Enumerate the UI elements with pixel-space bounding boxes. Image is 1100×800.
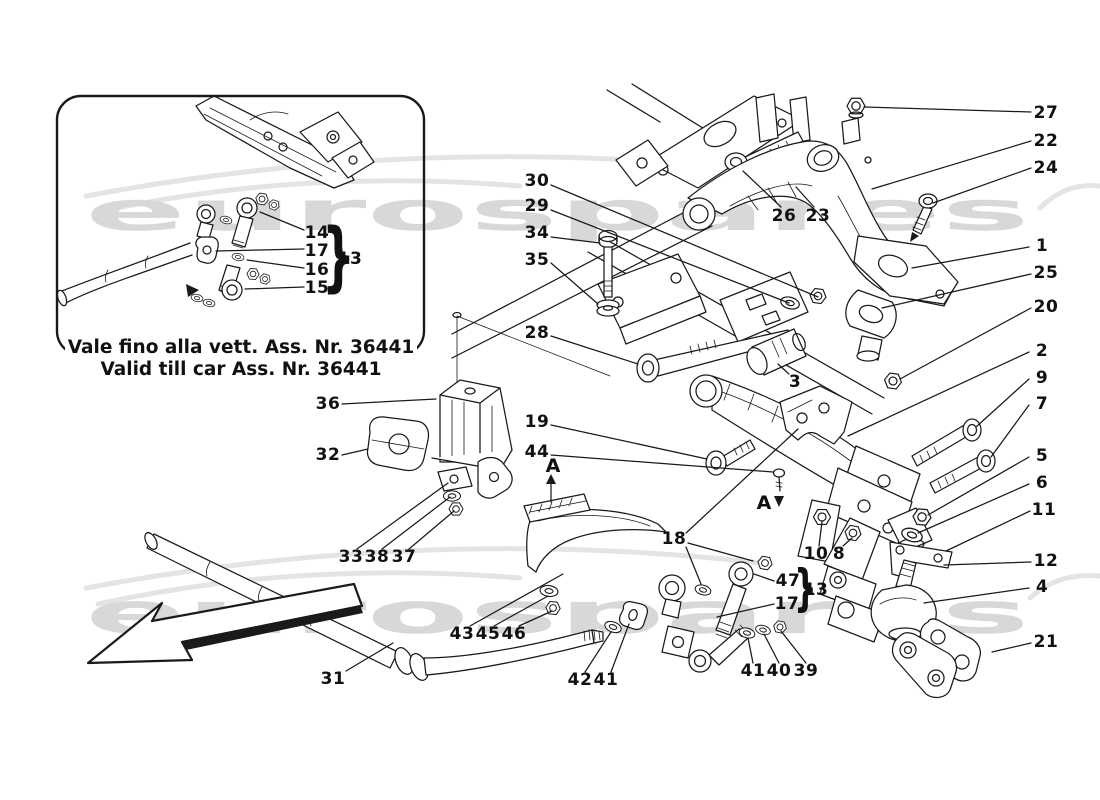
bushing-41a xyxy=(618,601,649,631)
callout-2: 2 xyxy=(1035,341,1049,361)
callout-29: 29 xyxy=(524,196,550,216)
bolt-9 xyxy=(911,418,982,467)
direction-arrow xyxy=(86,582,364,665)
callout-13b: 13 xyxy=(803,580,829,600)
clamp-block-36 xyxy=(431,311,611,471)
section-marker-a2: A xyxy=(756,492,772,514)
callout-26: 26 xyxy=(771,206,797,226)
callout-23: 23 xyxy=(805,206,831,226)
chassis-frame xyxy=(451,83,885,415)
callout-7: 7 xyxy=(1035,394,1049,414)
bolt-34-washer-35 xyxy=(596,229,620,317)
callout-47: 47 xyxy=(775,571,801,591)
inset-caption-line2: Valid till car Ass. Nr. 36441 xyxy=(57,359,425,380)
bracket-11-12 xyxy=(889,541,953,579)
callout-12: 12 xyxy=(1033,551,1059,571)
nut-27 xyxy=(846,97,866,119)
callout-11: 11 xyxy=(1031,500,1057,520)
nut-20 xyxy=(882,371,904,391)
callout-5: 5 xyxy=(1035,446,1049,466)
callout-44: 44 xyxy=(524,442,550,462)
callout-17b: 17 xyxy=(774,594,800,614)
callout-3: 3 xyxy=(788,372,802,392)
callout-17: 17 xyxy=(304,241,330,261)
callout-25: 25 xyxy=(1033,263,1059,283)
callout-36: 36 xyxy=(315,394,341,414)
bushing-3 xyxy=(746,328,807,376)
callout-13: 13 xyxy=(337,249,363,269)
section-marker-a1: A xyxy=(545,455,561,477)
callout-43: 43 xyxy=(449,624,475,644)
callout-16: 16 xyxy=(304,260,330,280)
callout-35: 35 xyxy=(524,250,550,270)
callout-31: 31 xyxy=(320,669,346,689)
callout-14: 14 xyxy=(304,223,330,243)
leader-lines xyxy=(215,106,1032,673)
ball-joint-25 xyxy=(845,289,897,362)
callout-41a: 41 xyxy=(593,670,619,690)
clamp-bracket-33-38-37 xyxy=(437,456,513,516)
stabilizer-links xyxy=(658,555,788,673)
callout-9: 9 xyxy=(1035,368,1049,388)
section-a-rail xyxy=(523,474,591,523)
callout-20: 20 xyxy=(1033,297,1059,317)
callout-41b: 41 xyxy=(740,661,766,681)
callout-4: 4 xyxy=(1035,577,1049,597)
callout-28: 28 xyxy=(524,323,550,343)
callout-24: 24 xyxy=(1033,158,1059,178)
inset-sketch xyxy=(56,95,375,309)
callout-1: 1 xyxy=(1035,236,1049,256)
callout-10: 10 xyxy=(803,544,829,564)
bolt-7 xyxy=(929,449,996,494)
callout-8: 8 xyxy=(832,544,846,564)
callout-32: 32 xyxy=(315,445,341,465)
callout-6: 6 xyxy=(1035,473,1049,493)
callout-18: 18 xyxy=(661,529,687,549)
callout-33: 33 xyxy=(338,547,364,567)
watermark-text-top: eurospares xyxy=(85,180,1030,243)
callout-27: 27 xyxy=(1033,103,1059,123)
brace-links: } xyxy=(794,559,817,617)
callout-45: 45 xyxy=(475,624,501,644)
callout-21: 21 xyxy=(1033,632,1059,652)
callout-15: 15 xyxy=(304,278,330,298)
callout-38: 38 xyxy=(364,547,390,567)
fork-21 xyxy=(891,618,982,699)
callout-37: 37 xyxy=(391,547,417,567)
callout-22: 22 xyxy=(1033,131,1059,151)
callout-19: 19 xyxy=(524,412,550,432)
bushing-32 xyxy=(366,416,430,472)
callout-42: 42 xyxy=(567,670,593,690)
watermark-swoosh-bottom xyxy=(83,546,1100,607)
ball-joint-4 xyxy=(819,559,937,643)
bolt-19 xyxy=(705,439,756,476)
section-a-bolt-44 xyxy=(772,468,786,507)
callout-40: 40 xyxy=(766,661,792,681)
callout-34: 34 xyxy=(524,223,550,243)
callout-46: 46 xyxy=(501,624,527,644)
brace-inset: } xyxy=(322,212,355,300)
callout-39: 39 xyxy=(793,661,819,681)
inset-caption-line1: Vale fino alla vett. Ass. Nr. 36441 xyxy=(57,337,425,358)
callout-30: 30 xyxy=(524,171,550,191)
